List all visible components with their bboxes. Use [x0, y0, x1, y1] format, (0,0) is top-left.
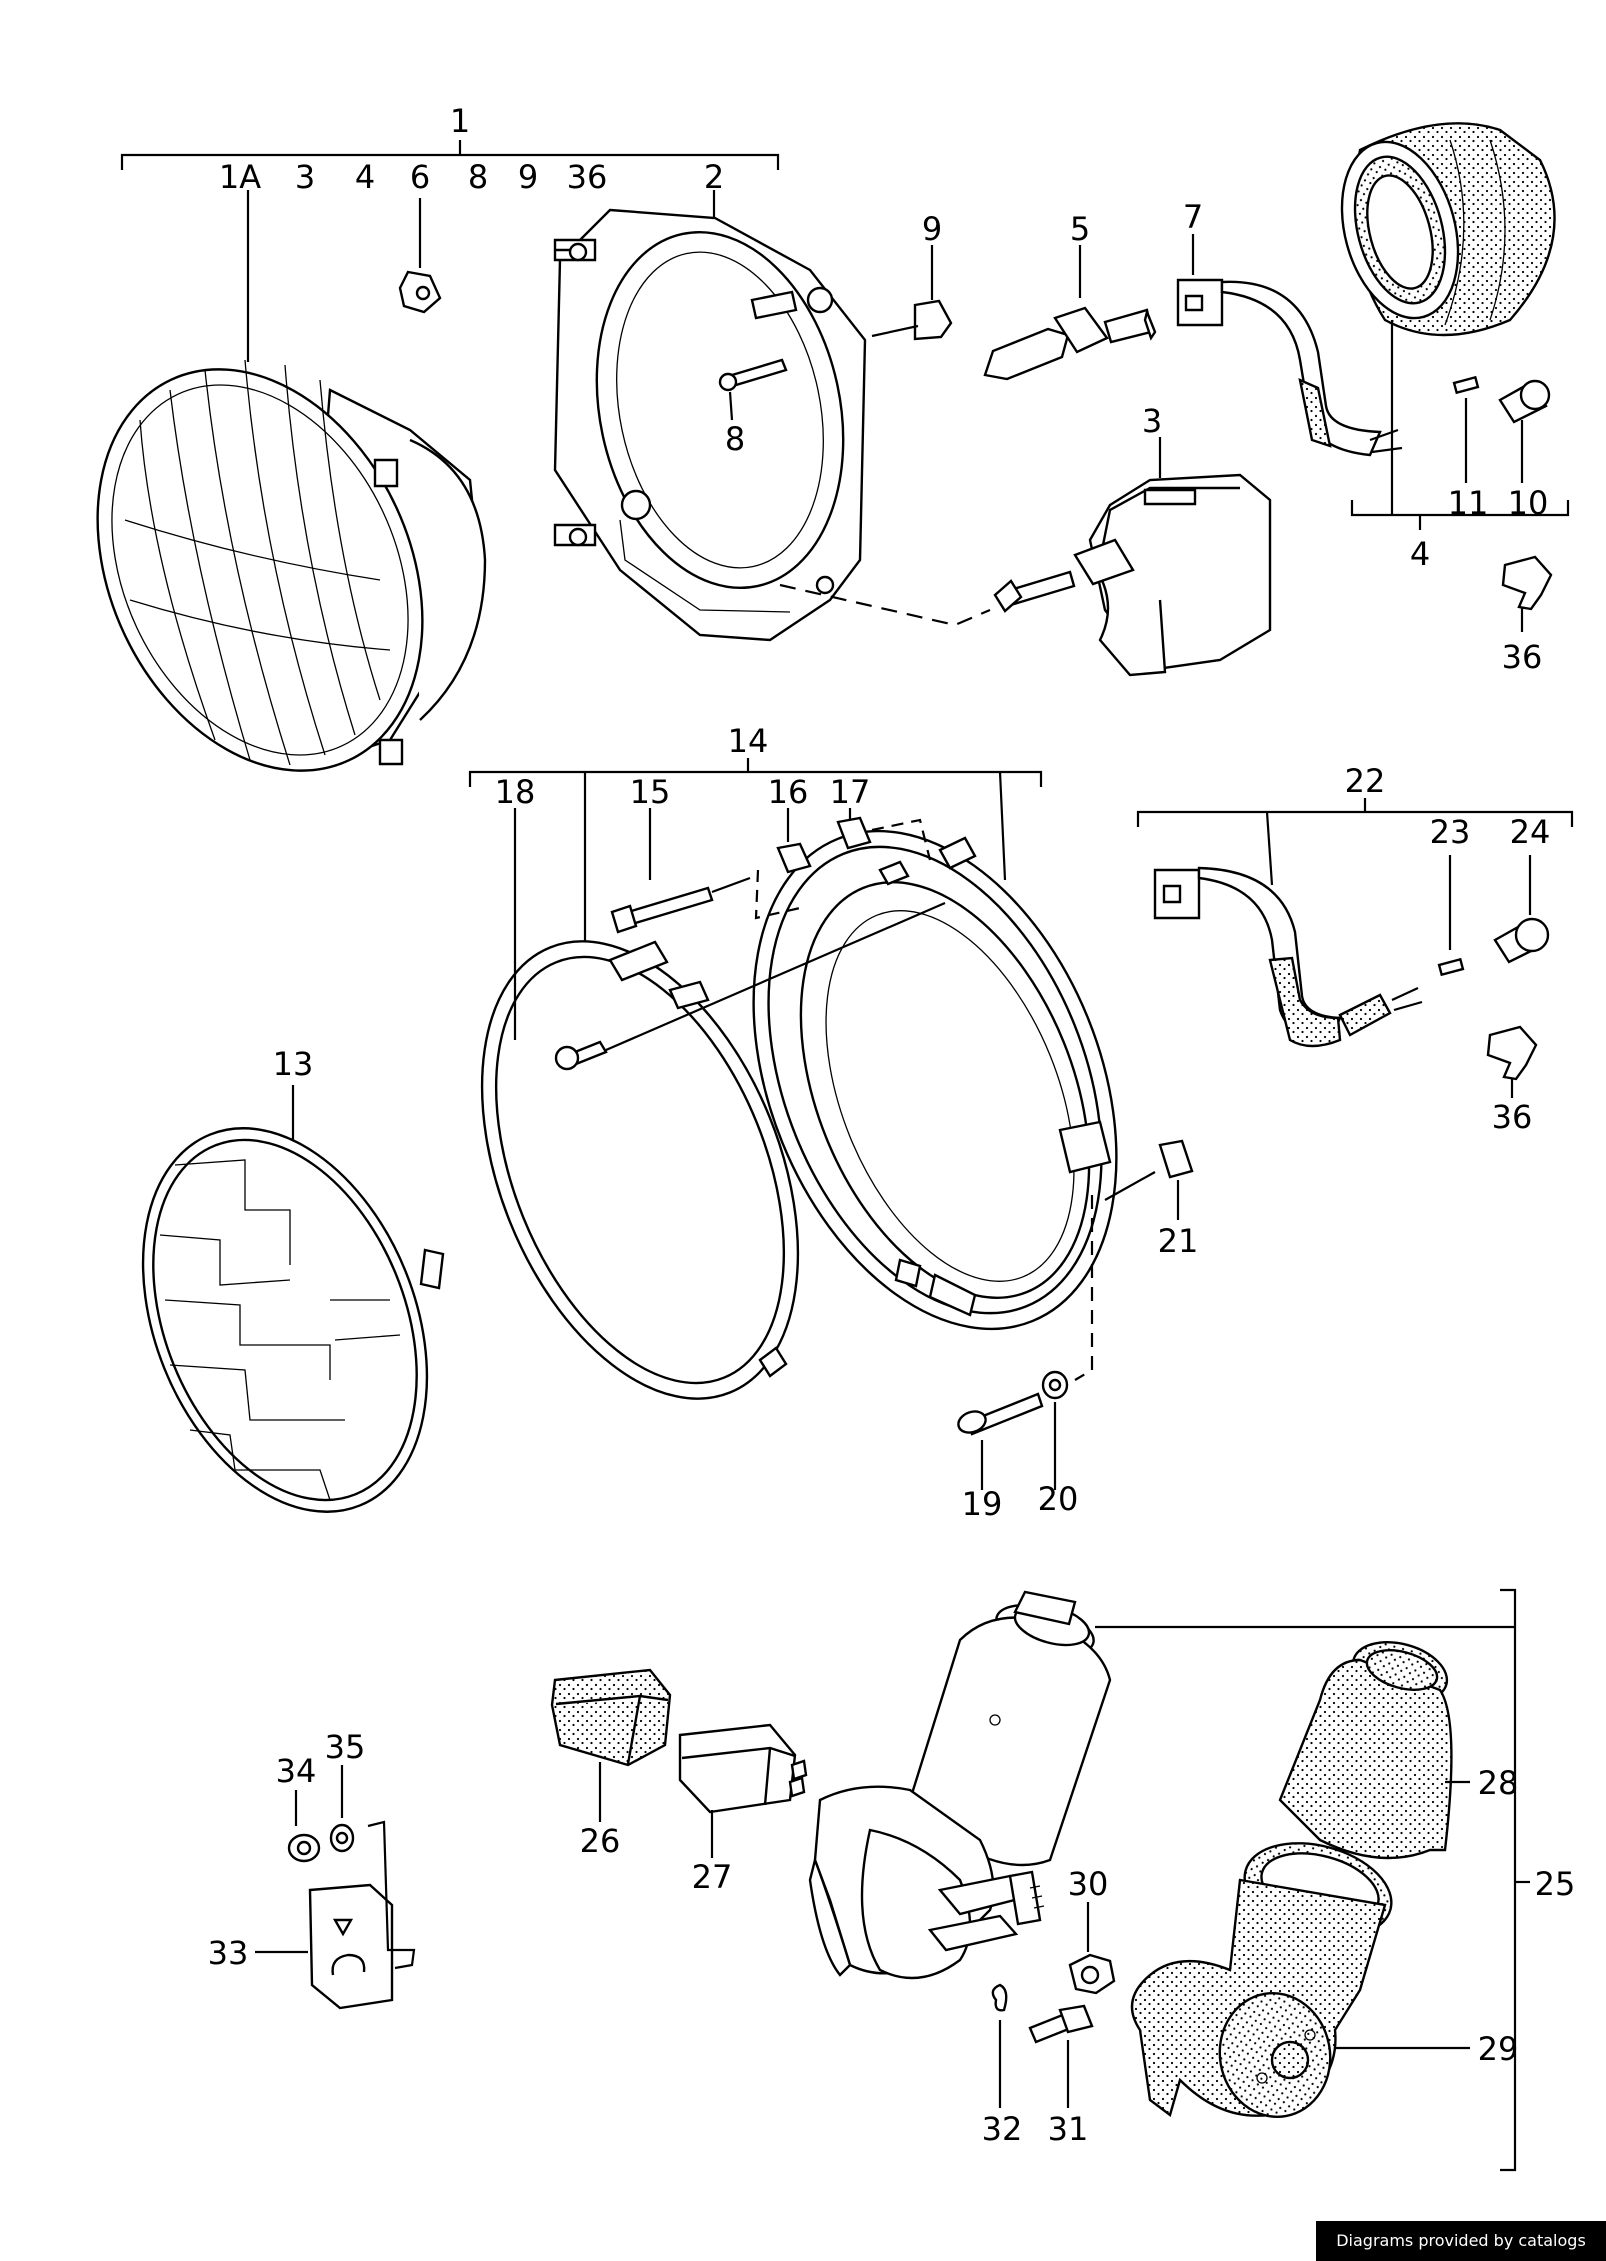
relay-27: [678, 1723, 808, 1858]
label-25: 25: [1535, 1865, 1576, 1903]
bolt-31: [1028, 2004, 1094, 2108]
label-18: 18: [495, 773, 536, 811]
label-2: 2: [704, 158, 724, 196]
washer-35: [329, 1765, 355, 1853]
label-10: 10: [1508, 484, 1549, 522]
screw-19: [957, 1392, 1044, 1490]
label-1a: 1A: [219, 158, 261, 196]
label-35: 35: [325, 1728, 366, 1766]
clip-36-mid: [1486, 1025, 1538, 1098]
sleeve-11: [1452, 375, 1480, 483]
group-1-bracket: [120, 140, 780, 170]
label-7: 7: [1183, 198, 1203, 236]
bulb-5: [983, 245, 1157, 381]
label-23: 23: [1430, 813, 1471, 851]
label-36-mid: 36: [1492, 1098, 1533, 1136]
label-36-top: 36: [1502, 638, 1543, 676]
socket-10: [1498, 379, 1551, 483]
label-1: 1: [450, 102, 470, 140]
label-14: 14: [728, 722, 769, 760]
label-3: 3: [1142, 402, 1162, 440]
label-8: 8: [725, 420, 745, 458]
socket-24: [1493, 855, 1550, 964]
label-9: 9: [922, 210, 942, 248]
label-17: 17: [830, 773, 871, 811]
dashed-leader-housing: [779, 583, 991, 627]
screw-18: [513, 808, 946, 1071]
clip-17: [836, 808, 932, 861]
label-group-36: 36: [567, 158, 608, 196]
label-21: 21: [1158, 1222, 1199, 1260]
clip-9: [871, 245, 953, 341]
label-24: 24: [1510, 813, 1551, 851]
label-33: 33: [208, 1934, 249, 1972]
sleeve-23: [1437, 855, 1465, 977]
clip-21: [1104, 1139, 1194, 1220]
label-28: 28: [1478, 1764, 1519, 1802]
relay-cover-26: [550, 1668, 672, 1822]
label-5: 5: [1070, 210, 1090, 248]
sealed-beam-13: [141, 1085, 445, 1513]
relay-33: [255, 1820, 416, 2010]
label-group-6: 6: [410, 158, 430, 196]
bolt-15: [610, 808, 751, 934]
lock-washer-32: [991, 1983, 1008, 2108]
label-27: 27: [692, 1858, 733, 1896]
label-30: 30: [1068, 1865, 1109, 1903]
connector-harness-7: [1176, 234, 1403, 457]
label-group-8: 8: [468, 158, 488, 196]
connector-harness-22: [1153, 866, 1423, 1048]
adjuster-unit-3: [993, 437, 1272, 677]
label-29: 29: [1478, 2030, 1519, 2068]
nut-30: [1068, 1902, 1116, 1995]
label-13: 13: [273, 1045, 314, 1083]
rubber-boot-4: [1340, 122, 1556, 337]
group-22-bracket: [1136, 798, 1574, 886]
washer-20: [1041, 1195, 1094, 1490]
headlight-housing-2: [553, 190, 867, 642]
clip-16: [754, 808, 812, 920]
label-group-3: 3: [295, 158, 315, 196]
headlight-lens-1a: [96, 359, 487, 772]
nut-6: [398, 198, 442, 314]
label-4: 4: [1410, 535, 1430, 573]
callout-labels: 1 1A 3 4 6 8 9 36 2 9 5 7 8 3 11 10 4 36…: [208, 102, 1576, 2148]
credit-badge: Diagrams provided by catalogs parts: [1316, 2221, 1606, 2261]
label-19: 19: [962, 1485, 1003, 1523]
label-26: 26: [580, 1822, 621, 1860]
clip-36-top: [1501, 555, 1553, 632]
label-15: 15: [630, 773, 671, 811]
nut-34: [287, 1790, 321, 1863]
label-group-4: 4: [355, 158, 375, 196]
label-32: 32: [982, 2110, 1023, 2148]
group-4-bracket: [1350, 320, 1570, 530]
label-20: 20: [1038, 1480, 1079, 1518]
label-16: 16: [768, 773, 809, 811]
screw-8: [718, 358, 788, 421]
label-34: 34: [276, 1752, 317, 1790]
label-group-9: 9: [518, 158, 538, 196]
group-25-bracket: [1095, 1588, 1530, 2172]
cap-28: [1278, 1641, 1470, 1860]
label-11: 11: [1448, 484, 1489, 522]
washer-motor: [808, 1590, 1112, 1980]
label-22: 22: [1345, 762, 1386, 800]
mounting-ring-rear: [752, 829, 1118, 1331]
label-31: 31: [1048, 2110, 1089, 2148]
pump-housing-29: [1130, 1842, 1470, 2119]
